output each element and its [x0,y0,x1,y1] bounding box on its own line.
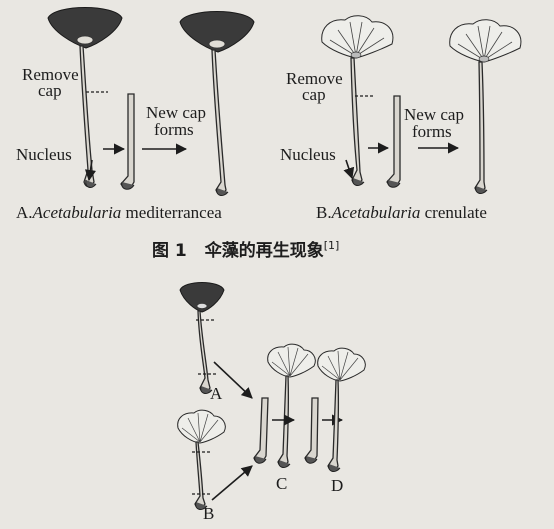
new-cap-a-line2: forms [154,120,194,139]
graft-plant-d [317,347,366,472]
graft-arrow-a [213,361,253,399]
plant-b-stalk [386,95,401,188]
plant-b-regenerated [449,19,522,194]
graft-arrow-b [211,465,253,501]
remove-cap-a-line1: Remove [22,65,79,84]
remove-cap-b-line2: cap [302,85,326,104]
graft-label-d: D [331,476,343,495]
nucleus-a-label: Nucleus [16,145,72,164]
grafting-diagram: A B C D [177,282,366,523]
panel-a-caption: A.Acetabularia mediterrancea [16,203,222,222]
remove-cap-a-line2: cap [38,81,62,100]
graft-stalk-cd [304,397,319,464]
graft-combined-stalk [253,397,269,464]
new-cap-b-line2: forms [412,122,452,141]
plant-a-intact [47,7,123,188]
plant-a-regenerated [179,11,255,196]
graft-plant-a [179,282,225,394]
graft-plant-b [177,409,226,510]
graft-plant-c [267,343,316,468]
panel-b: Remove cap New cap forms Nucleus B.Aceta… [280,15,522,222]
nucleus-pointer-a [84,159,97,182]
panel-b-caption: B.Acetabularia crenulate [316,203,487,222]
graft-label-a: A [210,384,223,403]
graft-label-b: B [203,504,214,523]
panel-a: Remove cap New cap forms Nucleus A.Aceta… [16,7,255,222]
graft-label-c: C [276,474,287,493]
nucleus-pointer-b [343,159,355,180]
new-cap-b-line1: New cap [404,105,464,124]
plant-a-stalk [120,93,135,190]
remove-cap-b-line1: Remove [286,69,343,88]
new-cap-a-line1: New cap [146,103,206,122]
plant-b-intact [321,15,394,186]
nucleus-b-label: Nucleus [280,145,336,164]
